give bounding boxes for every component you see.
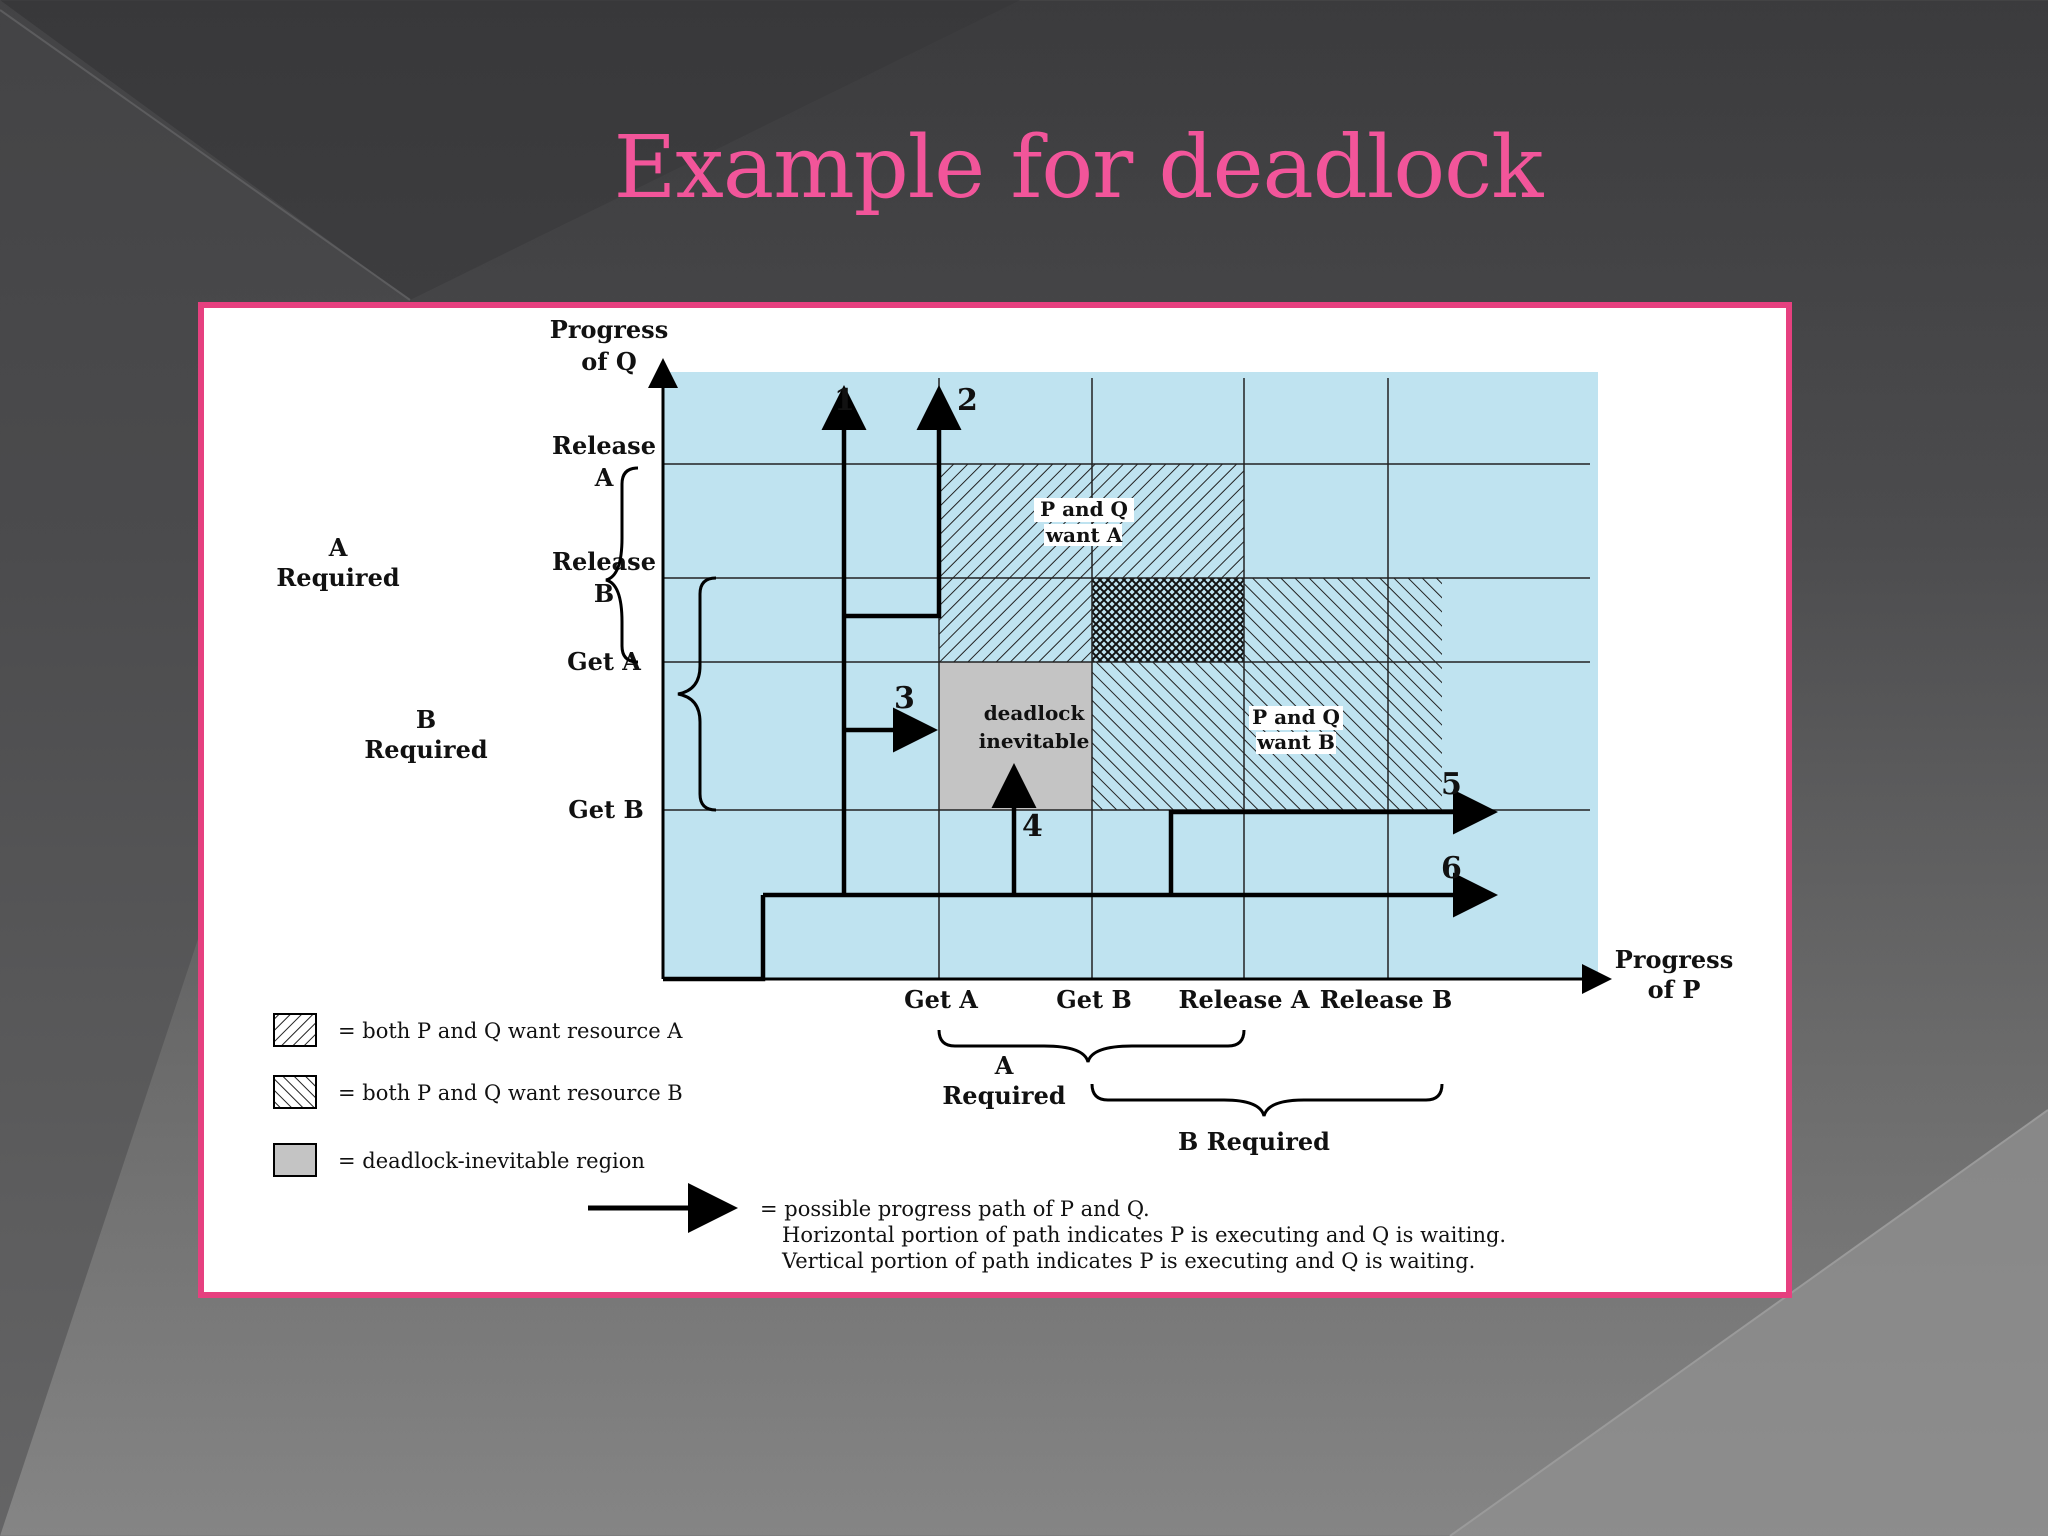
- legend-text-b: = both P and Q want resource B: [338, 1081, 683, 1105]
- bottom-brace-labels: A Required B Required: [942, 1051, 1330, 1156]
- progress-paths: [663, 385, 1498, 982]
- y-tick-labels: Release A Release B Get A Get B: [552, 431, 656, 824]
- left-brace-labels: A Required B Required: [276, 533, 487, 764]
- legend-text-a: = both P and Q want resource A: [338, 1019, 683, 1043]
- svg-text:B Required: B Required: [1178, 1127, 1330, 1156]
- svg-text:A: A: [994, 1051, 1014, 1080]
- x-tick-release-a: Release A: [1179, 985, 1310, 1014]
- x-tick-release-b: Release B: [1320, 985, 1453, 1014]
- x-tick-labels: Get A Get B Release A Release B: [904, 985, 1452, 1014]
- svg-text:Required: Required: [942, 1081, 1065, 1110]
- svg-text:Required: Required: [276, 563, 399, 592]
- path-label-2: 2: [957, 383, 978, 418]
- legend-swatch-hatch-a: [273, 1013, 317, 1047]
- path-legend-line2: Horizontal portion of path indicates P i…: [782, 1223, 1506, 1247]
- y-tick-get-b: Get B: [568, 795, 644, 824]
- region-labels: P and Q want A P and Q want B deadlock i…: [979, 497, 1343, 754]
- path-start: [663, 895, 766, 982]
- want-a-line1: P and Q: [1040, 497, 1128, 521]
- legend: = both P and Q want resource A = both P …: [273, 1013, 1506, 1273]
- path-legend-line3: Vertical portion of path indicates P is …: [781, 1249, 1475, 1273]
- path-label-3: 3: [894, 681, 915, 716]
- svg-text:Required: Required: [364, 735, 487, 764]
- svg-text:Progress: Progress: [1615, 945, 1733, 974]
- deadlock-line2: inevitable: [979, 729, 1090, 753]
- legend-text-gray: = deadlock-inevitable region: [338, 1149, 645, 1173]
- path-label-6: 6: [1441, 851, 1462, 886]
- legend-swatch-hatch-b: [273, 1075, 317, 1109]
- slide-title: Example for deadlock: [613, 118, 1544, 218]
- y-axis-label: Progress of Q: [550, 315, 668, 376]
- x-tick-get-b: Get B: [1056, 985, 1132, 1014]
- legend-swatch-gray: [273, 1143, 317, 1177]
- path-label-5: 5: [1441, 767, 1462, 802]
- region-overlap: [1092, 578, 1244, 662]
- brace-a-required-left: [605, 466, 639, 664]
- want-a-line2: want A: [1045, 523, 1123, 547]
- path-label-1: 1: [834, 383, 855, 418]
- deadlock-diagram: 1 2 3 4 5 6 P and Q want A P and Q want …: [273, 315, 1733, 1273]
- path-5: [1168, 789, 1498, 895]
- y-tick-release-b-1: Release: [552, 547, 656, 576]
- want-b-line1: P and Q: [1252, 705, 1340, 729]
- svg-text:Progress: Progress: [550, 315, 668, 344]
- y-tick-release-a-2: A: [594, 463, 614, 492]
- diagram-frame: 1 2 3 4 5 6 P and Q want A P and Q want …: [198, 302, 1792, 1298]
- svg-text:B: B: [416, 705, 436, 734]
- path-label-4: 4: [1022, 809, 1043, 844]
- svg-text:A: A: [328, 533, 348, 562]
- deadlock-line1: deadlock: [984, 701, 1086, 725]
- brace-b-required-left: [677, 576, 717, 812]
- brace-a-required-bottom: [937, 1029, 1246, 1063]
- y-tick-release-b-2: B: [594, 579, 614, 608]
- svg-text:of Q: of Q: [581, 347, 637, 376]
- svg-text:of P: of P: [1648, 975, 1701, 1004]
- y-tick-release-a-1: Release: [552, 431, 656, 460]
- x-tick-get-a: Get A: [904, 985, 978, 1014]
- path-legend-line1: = possible progress path of P and Q.: [760, 1197, 1150, 1221]
- want-b-line2: want B: [1256, 730, 1335, 754]
- brace-b-required-bottom: [1090, 1083, 1444, 1117]
- x-axis-label: Progress of P: [1615, 945, 1733, 1004]
- path-2: [844, 385, 962, 619]
